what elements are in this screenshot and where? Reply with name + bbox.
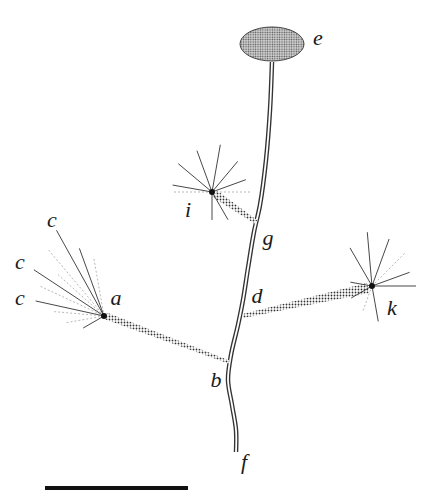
spine [173,185,212,192]
star-k [350,232,416,321]
part-letter: c [15,251,25,273]
spine [212,145,220,192]
spine [350,282,372,286]
spine [56,230,104,316]
branch-i [213,191,257,224]
spine [351,286,372,298]
spine [372,286,378,321]
spine [36,301,104,316]
spine [372,253,405,286]
stalk-core [228,62,272,452]
spine [212,192,213,220]
spine [350,248,372,286]
spine-base [209,189,215,195]
part-letter: k [387,297,397,319]
spine [372,239,389,286]
spine [372,286,416,287]
spine [52,311,104,316]
spine [83,316,104,328]
spine [174,192,212,193]
scale-bar [45,486,188,490]
spine [212,192,250,193]
spine [56,273,104,316]
spine [197,151,212,192]
stalk [228,62,272,452]
spine [367,232,372,286]
spine [79,248,104,316]
spine-base [101,313,107,319]
part-letter: f [241,451,247,473]
spine [94,257,104,316]
spine-base [369,283,375,289]
part-letter: c [47,209,57,231]
head [240,27,304,61]
part-letter: a [111,287,122,309]
part-letter: d [252,285,263,307]
part-letter: b [211,369,222,391]
part-letter: c [15,287,25,309]
spine [212,180,246,192]
part-letter: i [185,199,191,221]
spine [212,192,228,220]
star-a [34,230,107,328]
part-letter: g [263,227,274,249]
spine [362,286,372,312]
spine [34,270,104,316]
star-i [173,145,250,220]
branch-k [243,283,370,318]
branch-a [105,313,230,364]
spine [372,272,410,286]
spine [47,249,104,316]
part-letter: e [313,27,323,49]
